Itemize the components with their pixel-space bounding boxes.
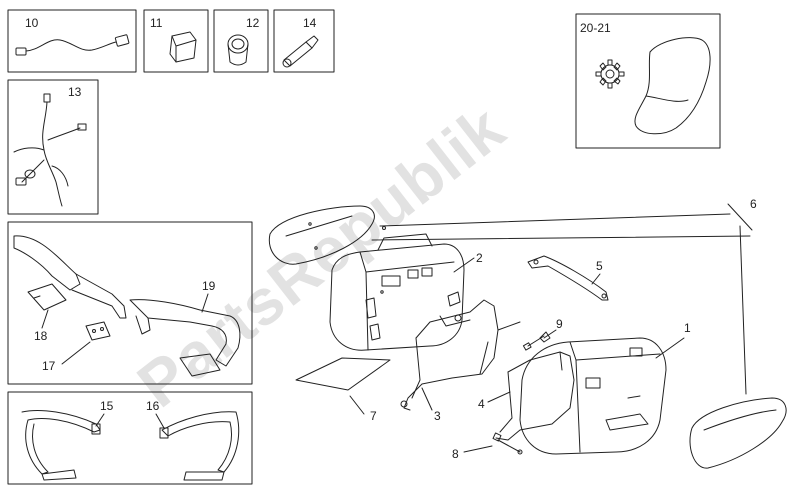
callout-3: 3 <box>434 409 441 423</box>
leader-2 <box>453 257 475 273</box>
handle-5 <box>527 255 609 301</box>
panel-7 <box>295 357 391 391</box>
box-part-12: 12 <box>213 9 269 73</box>
box-crashbars: 15 16 <box>7 391 253 485</box>
clamp-12 <box>227 34 249 66</box>
callout-7: 7 <box>370 409 377 423</box>
callout-1: 1 <box>684 321 691 335</box>
side-case-2 <box>329 233 465 351</box>
topcase-lid <box>268 205 386 265</box>
callout-9: 9 <box>556 317 563 331</box>
leader-7 <box>349 395 365 415</box>
callout-20-21: 20-21 <box>580 21 611 35</box>
callout-6: 6 <box>750 197 757 211</box>
leader-18 <box>41 309 49 329</box>
callout-5: 5 <box>596 259 603 273</box>
leader-19 <box>201 293 209 313</box>
callout-12: 12 <box>246 16 260 30</box>
rack-19 <box>129 299 241 377</box>
callout-2: 2 <box>476 251 483 265</box>
callout-17: 17 <box>42 359 56 373</box>
callout-19: 19 <box>202 279 216 293</box>
box-part-10: 10 <box>7 9 137 73</box>
box-part-11: 11 <box>143 9 209 73</box>
leader-15 <box>95 413 105 427</box>
callout-14: 14 <box>303 16 317 30</box>
seat-20-21 <box>634 37 711 135</box>
callout-15: 15 <box>100 399 114 413</box>
callout-11: 11 <box>150 16 163 30</box>
leader-17 <box>61 341 91 365</box>
leader-6-lines <box>371 203 753 395</box>
callout-18: 18 <box>34 329 48 343</box>
box-part-20-21: 20-21 <box>575 13 721 149</box>
wiring-harness-13 <box>13 93 87 207</box>
plug-14 <box>282 35 319 68</box>
callout-13: 13 <box>68 85 82 99</box>
box-rack-parts: 18 17 19 <box>7 221 253 385</box>
leader-16 <box>155 413 165 429</box>
leader-4 <box>487 391 511 403</box>
plate-17 <box>85 321 111 341</box>
watermark: PartsRepublik <box>124 91 518 421</box>
frame-3 <box>400 299 521 411</box>
callout-4: 4 <box>478 397 485 411</box>
backrest-pad <box>689 397 787 469</box>
leader-3 <box>421 387 433 411</box>
rack-18 <box>13 235 127 319</box>
crashbar-16 <box>159 411 240 481</box>
relay-11 <box>169 31 197 63</box>
box-part-13: 13 <box>7 79 99 215</box>
frame-4 <box>495 351 575 441</box>
callout-16: 16 <box>146 399 160 413</box>
leader-1 <box>655 337 685 359</box>
bolt-8 <box>492 432 523 455</box>
wiring-harness-10 <box>15 34 130 56</box>
box-part-14: 14 <box>273 9 335 73</box>
leader-5 <box>591 273 601 285</box>
leader-8 <box>463 445 493 453</box>
crashbar-15 <box>21 410 101 481</box>
side-case-1 <box>519 337 667 455</box>
callout-8: 8 <box>452 447 459 461</box>
gear-icon <box>595 59 625 89</box>
leader-9 <box>543 329 557 339</box>
bolt-9 <box>522 331 551 351</box>
callout-10: 10 <box>25 16 39 30</box>
